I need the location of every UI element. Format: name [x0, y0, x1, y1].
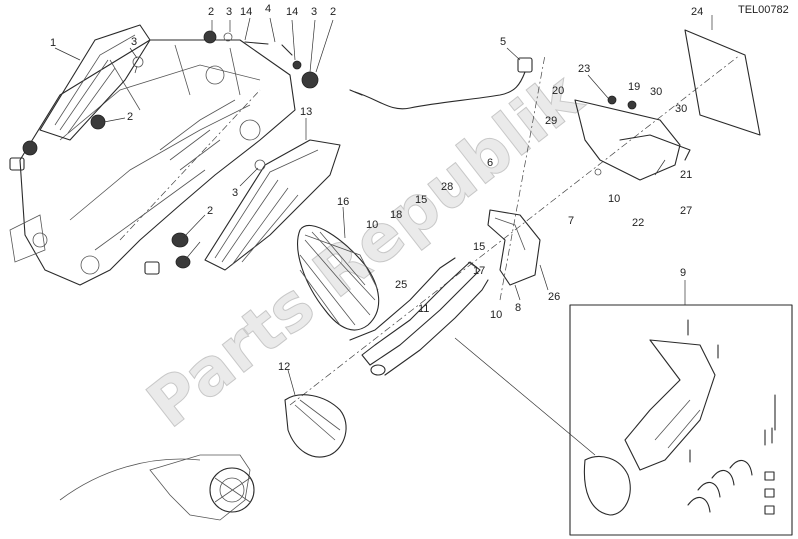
right-side-panel	[204, 139, 341, 271]
callout-7: 7	[568, 215, 574, 227]
number-plate	[684, 29, 761, 136]
callout-3: 3	[131, 36, 137, 48]
callout-6: 6	[487, 157, 493, 169]
callout-3: 3	[311, 6, 317, 18]
callout-29: 29	[545, 115, 557, 127]
callout-18: 18	[390, 209, 402, 221]
tail-light-wire	[349, 57, 533, 110]
callout-30: 30	[675, 103, 687, 115]
callout-14: 14	[286, 6, 298, 18]
callout-24: 24	[691, 6, 703, 18]
left-side-panel	[39, 24, 151, 141]
callout-10: 10	[490, 309, 502, 321]
callout-26: 26	[548, 291, 560, 303]
callout-2: 2	[330, 6, 336, 18]
watermark: Parts Republik	[134, 59, 596, 443]
grommets	[9, 30, 319, 275]
callout-15: 15	[415, 194, 427, 206]
callout-5: 5	[500, 36, 506, 48]
callout-13: 13	[300, 106, 312, 118]
callout-4: 4	[265, 3, 271, 15]
callout-15: 15	[473, 241, 485, 253]
callout-21: 21	[680, 169, 692, 181]
callout-16: 16	[337, 196, 349, 208]
leader-lines	[54, 15, 713, 396]
swingarm-hub	[59, 454, 255, 521]
plate-support	[487, 209, 541, 286]
callout-25: 25	[395, 279, 407, 291]
plate-holder-arm	[349, 257, 489, 376]
callout-labels: 1 2 3 14 4 14 3 2 2 3 13 2 3 16 10 18 15…	[50, 3, 703, 373]
callout-2: 2	[127, 111, 133, 123]
drawing-code: TEL00782	[738, 4, 789, 16]
callout-10: 10	[608, 193, 620, 205]
kit-box	[454, 280, 793, 536]
callout-27: 27	[680, 205, 692, 217]
callout-20: 20	[552, 85, 564, 97]
callout-3: 3	[232, 187, 238, 199]
callout-2: 2	[207, 205, 213, 217]
callout-8: 8	[515, 302, 521, 314]
callout-11: 11	[418, 303, 429, 315]
rear-subframe	[9, 39, 296, 286]
callout-19: 19	[628, 81, 640, 93]
tail-light	[297, 224, 380, 331]
callout-10: 10	[366, 219, 378, 231]
callout-3: 3	[226, 6, 232, 18]
callout-12: 12	[278, 361, 290, 373]
upper-bracket	[574, 95, 691, 181]
callout-22: 22	[632, 217, 644, 229]
callout-2: 2	[208, 6, 214, 18]
callout-1: 1	[50, 37, 56, 49]
callout-17: 17	[473, 265, 485, 277]
reflector	[284, 394, 347, 458]
callout-28: 28	[441, 181, 453, 193]
callout-30: 30	[650, 86, 662, 98]
callout-23: 23	[578, 63, 590, 75]
callout-14: 14	[240, 6, 252, 18]
callout-9: 9	[680, 267, 686, 279]
